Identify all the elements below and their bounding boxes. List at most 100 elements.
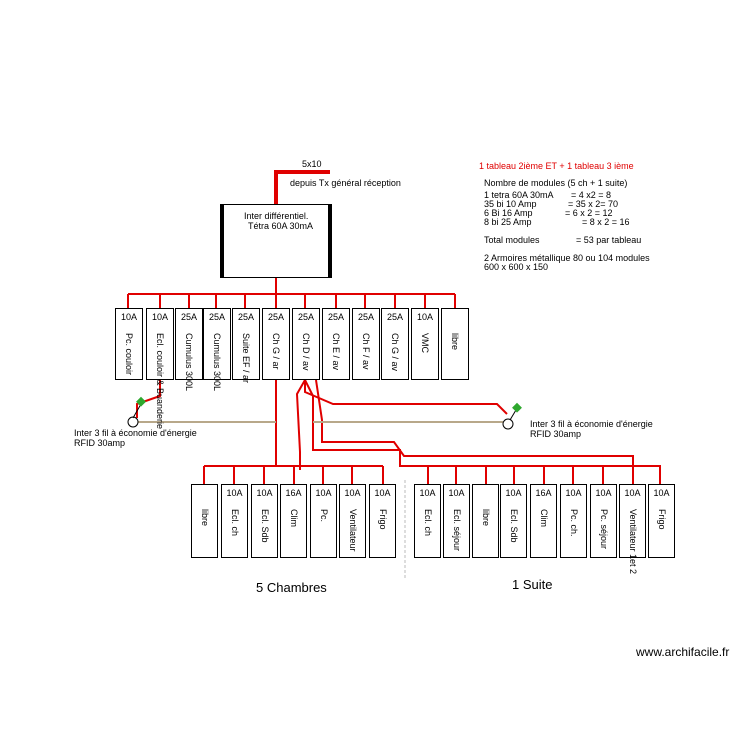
breaker-label: Pc. couloir	[124, 333, 134, 376]
top-breaker: 25A Ch G / ar	[262, 308, 290, 380]
breaker-label: Ch G / ar	[271, 333, 281, 370]
chambre-breaker: 10A Ecl. Sdb	[251, 484, 278, 558]
info-line8: 600 x 600 x 150	[484, 262, 549, 272]
left-switch-icon	[127, 416, 139, 428]
breaker-label: Suite EF / ar	[241, 333, 251, 384]
breaker-rating: 10A	[151, 312, 168, 322]
chambres-drops	[203, 466, 384, 484]
breaker-label: Ch G / av	[390, 333, 400, 372]
breaker-rating: 25A	[327, 312, 344, 322]
top-breaker: 10A VMC	[411, 308, 439, 380]
suite-feed-4	[315, 379, 634, 484]
supply-source-label: depuis Tx général réception	[290, 178, 401, 188]
suite-breaker: 10A Pc. séjour	[590, 484, 617, 558]
breaker-label: Clim	[538, 509, 549, 527]
suite-breaker: 10A Frigo	[648, 484, 675, 558]
breaker-rating: 25A	[297, 312, 314, 322]
supply-cable-label: 5x10	[302, 159, 322, 169]
breaker-label: Pc. séjour	[598, 509, 609, 550]
info-title: 1 tableau 2ième ET + 1 tableau 3 ième	[479, 161, 634, 171]
breaker-rating: 16A	[535, 488, 552, 498]
inter-right-line1: Inter 3 fil à économie d'énergie	[530, 419, 653, 429]
breaker-label: libre	[480, 509, 491, 527]
chambre-breaker: 10A Frigo	[369, 484, 396, 558]
suite-breaker: 10A Ecl. ch	[414, 484, 441, 558]
info-line2a: 1 tetra 60A 30mA	[484, 190, 554, 200]
breaker-label: Ch D / av	[301, 333, 311, 371]
breaker-rating: 10A	[419, 488, 436, 498]
breaker-rating: 10A	[595, 488, 612, 498]
breaker-rating: 10A	[416, 312, 433, 322]
breaker-label: Pc.	[318, 509, 329, 523]
right-switch-icon	[502, 418, 514, 430]
main-switch-line1: Inter différentiel.	[244, 211, 309, 221]
breaker-rating: 10A	[624, 488, 641, 498]
top-breaker: libre	[441, 308, 469, 380]
info-line4b: = 6 x 2 = 12	[565, 208, 613, 218]
breaker-label: Ch E / av	[331, 333, 341, 371]
breaker-rating: 25A	[267, 312, 284, 322]
breaker-rating: 25A	[386, 312, 403, 322]
breaker-label: Ecl. ch	[422, 509, 433, 537]
info-line5a: 8 bi 25 Amp	[484, 217, 532, 227]
breaker-label: Ventilateur 1et 2	[627, 509, 638, 575]
suite-drops	[427, 456, 634, 484]
breaker-rating: 25A	[208, 312, 225, 322]
inter-left-line1: Inter 3 fil à économie d'énergie	[74, 428, 197, 438]
info-line3b: = 35 x 2= 70	[568, 199, 619, 209]
breaker-label: Ecl. Sdb	[259, 509, 270, 543]
breaker-label: Ecl. Sdb	[508, 509, 519, 543]
top-breaker: 25A Ch G / av	[381, 308, 409, 380]
watermark: www.archifacile.fr	[636, 645, 730, 659]
breaker-label: Ecl. séjour	[451, 509, 462, 552]
breaker-rating: 10A	[256, 488, 273, 498]
main-differential-switch: Inter différentiel. Tétra 60A 30mA	[220, 204, 332, 278]
info-line2b: = 4 x2 = 8	[571, 190, 612, 200]
breaker-label: libre	[450, 333, 460, 351]
info-line4a: 6 Bi 16 Amp	[484, 208, 533, 218]
inter-left-line2: RFID 30amp	[74, 438, 126, 448]
breaker-label: Ch F / av	[361, 333, 371, 370]
breaker-rating: 10A	[120, 312, 137, 322]
info-line6a: Total modules	[484, 235, 540, 245]
breaker-rating: 25A	[357, 312, 374, 322]
breaker-label: VMC	[420, 333, 430, 353]
supply-wire	[274, 170, 330, 204]
top-breaker: 10A Pc. couloir	[115, 308, 143, 380]
breaker-label: Ecl. couloir & Buanderie	[155, 333, 165, 430]
breaker-rating: 10A	[653, 488, 670, 498]
breaker-label: Frigo	[377, 509, 388, 530]
top-breaker: 25A Ch F / av	[352, 308, 380, 380]
breaker-label: Frigo	[656, 509, 667, 530]
breaker-rating: 10A	[374, 488, 391, 498]
breaker-rating: 25A	[180, 312, 197, 322]
suite-breaker: libre	[472, 484, 499, 558]
chambre-breaker: libre	[191, 484, 218, 558]
main-switch-line2: Tétra 60A 30mA	[248, 221, 314, 231]
suite-feed-1	[304, 380, 508, 415]
suite-feed-3	[295, 379, 306, 470]
info-line1: Nombre de modules (5 ch + 1 suite)	[484, 178, 628, 188]
group-label-chambres: 5 Chambres	[256, 580, 327, 595]
breaker-label: Cumulus 300L	[212, 333, 222, 392]
top-breaker: 25A Ch E / av	[322, 308, 350, 380]
top-breaker: 25A Suite EF / ar	[232, 308, 260, 384]
breaker-label: Pc. ch.	[568, 509, 579, 537]
breaker-rating: 16A	[285, 488, 302, 498]
breaker-label: Clim	[288, 509, 299, 527]
top-breaker: 25A Ch D / av	[292, 308, 320, 380]
top-breaker: 10A Ecl. couloir & Buanderie	[146, 308, 174, 429]
breaker-label: Ventilateur	[347, 509, 358, 552]
breaker-label: libre	[199, 509, 210, 527]
chambre-breaker: 16A Clim	[280, 484, 307, 558]
suite-breaker: 16A Clim	[530, 484, 557, 558]
breaker-rating: 25A	[237, 312, 254, 322]
info-line6b: = 53 par tableau	[576, 235, 642, 245]
info-line5b: = 8 x 2 = 16	[582, 217, 630, 227]
